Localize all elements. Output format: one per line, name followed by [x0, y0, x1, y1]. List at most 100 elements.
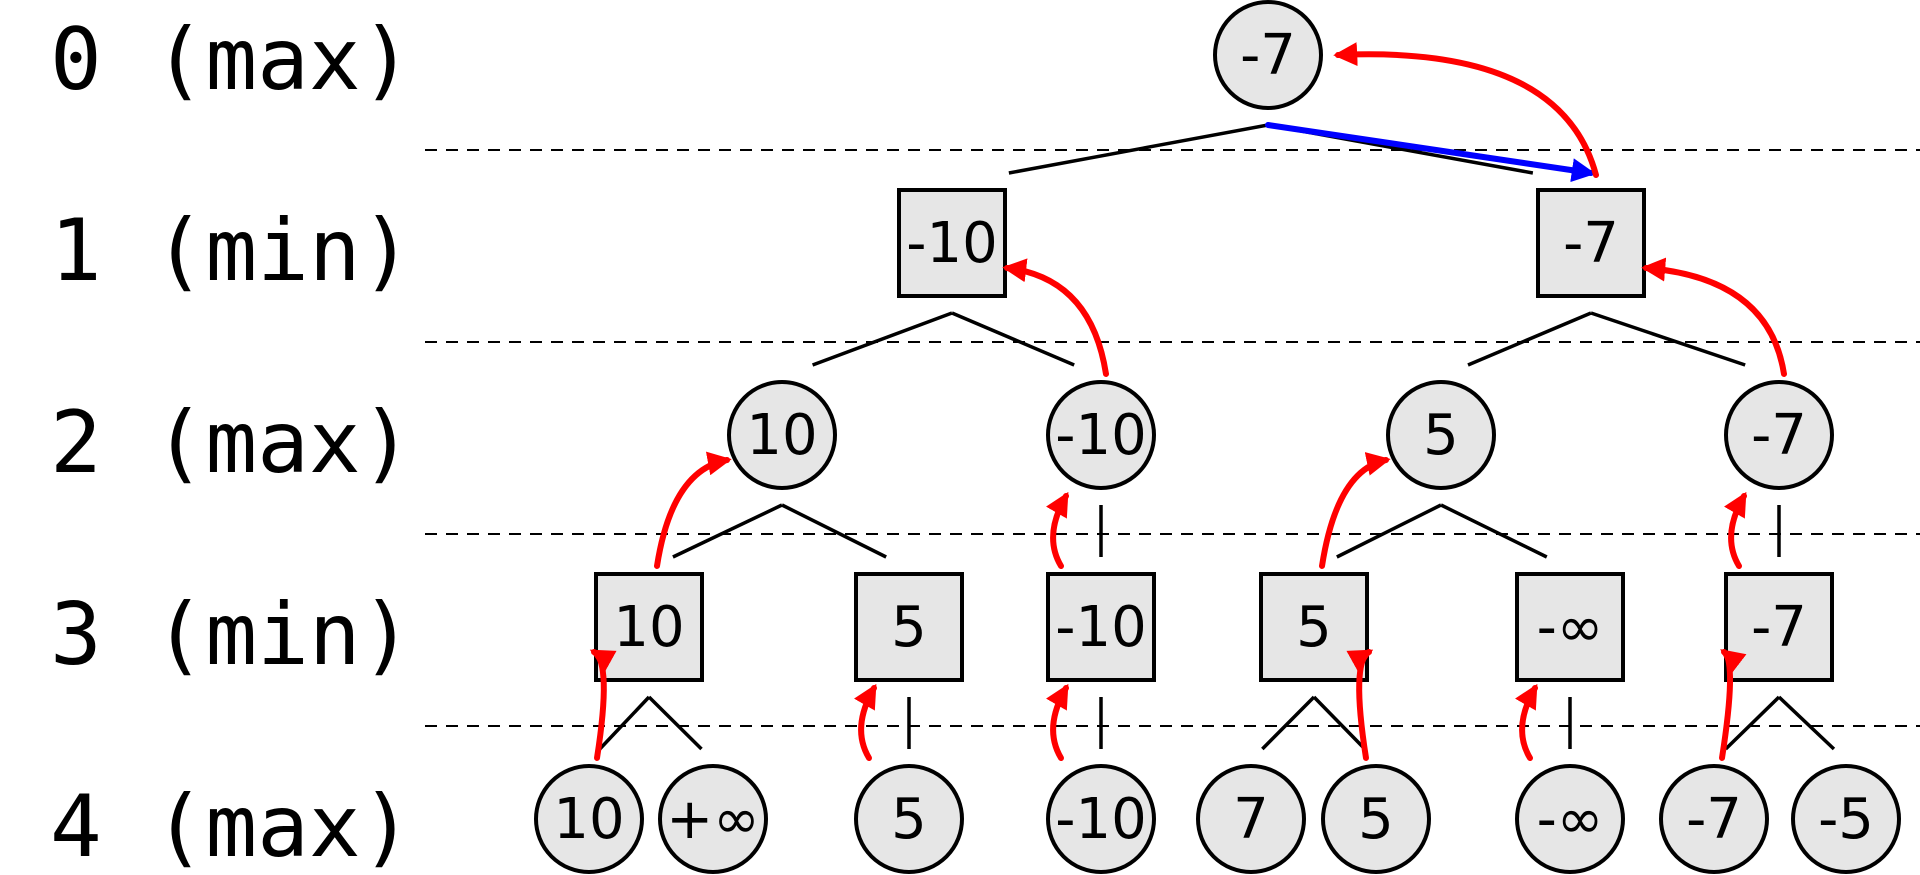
- min-node-square: [897, 188, 1007, 298]
- level-label: 4 (max): [50, 777, 412, 875]
- tree-edge: [1312, 695, 1367, 751]
- min-node-square: [1046, 572, 1156, 682]
- max-node: -7: [1213, 0, 1323, 110]
- node-value: 10: [746, 403, 817, 468]
- max-node: -7: [1724, 380, 1834, 490]
- max-node: 5: [1386, 380, 1496, 490]
- min-node: 5: [854, 572, 964, 682]
- backup-arrow: [1641, 257, 1787, 377]
- min-node: -7: [1536, 188, 1646, 298]
- max-node-circle: [1791, 764, 1901, 874]
- max-node-circle: [658, 764, 768, 874]
- tree-edge: [811, 311, 953, 367]
- node-value: -∞: [1537, 595, 1604, 660]
- min-node: -7: [1724, 572, 1834, 682]
- backup-arrow: [654, 451, 732, 569]
- node-value: -∞: [1537, 787, 1604, 852]
- tree-edge: [951, 311, 1075, 367]
- max-node: 5: [854, 764, 964, 874]
- node-value: 10: [613, 595, 684, 660]
- tree-edge: [598, 695, 651, 751]
- backup-arrows: [589, 42, 1787, 761]
- max-node-circle: [534, 764, 644, 874]
- node-value: -7: [1563, 211, 1619, 276]
- max-node: 10: [534, 764, 644, 874]
- backup-arrow: [1319, 452, 1391, 569]
- node-value: -10: [1055, 787, 1146, 852]
- max-node: -∞: [1515, 764, 1625, 874]
- max-node: +∞: [658, 764, 768, 874]
- tree-edge: [1777, 695, 1836, 751]
- min-node-square: [1536, 188, 1646, 298]
- max-node: 7: [1196, 764, 1306, 874]
- level-label: 2 (max): [50, 393, 412, 493]
- max-node: 5: [1321, 764, 1431, 874]
- backup-arrow: [1719, 649, 1747, 761]
- chosen-move-line: [1265, 122, 1596, 183]
- max-node: -5: [1791, 764, 1901, 874]
- backup-arrow: [1724, 491, 1747, 569]
- node-value: -10: [1055, 595, 1146, 660]
- node-value: 5: [891, 787, 927, 852]
- min-node-square: [854, 572, 964, 682]
- max-node-circle: [1046, 764, 1156, 874]
- max-node-circle: [1196, 764, 1306, 874]
- tree-edge: [1008, 123, 1269, 175]
- max-node: 10: [727, 380, 837, 490]
- max-node-circle: [854, 764, 964, 874]
- node-value: 5: [1423, 403, 1459, 468]
- max-node-circle: [1046, 380, 1156, 490]
- chosen-move-arrow: [1265, 122, 1596, 183]
- max-node-circle: [1659, 764, 1769, 874]
- max-node: -7: [1659, 764, 1769, 874]
- backup-arrow: [1346, 649, 1374, 761]
- tree-edge: [672, 503, 783, 559]
- node-value: 5: [1296, 595, 1332, 660]
- tree-edges: [598, 123, 1836, 751]
- max-node: -10: [1046, 380, 1156, 490]
- max-node-circle: [1386, 380, 1496, 490]
- tree-edge: [1261, 695, 1316, 751]
- level-label: 0 (max): [50, 10, 412, 110]
- max-node-circle: [1515, 764, 1625, 874]
- tree-edge: [781, 503, 887, 559]
- node-value: -7: [1751, 403, 1807, 468]
- min-node: -10: [1046, 572, 1156, 682]
- node-value: -10: [906, 211, 997, 276]
- tree-edge: [647, 695, 703, 751]
- node-value: +∞: [666, 787, 760, 852]
- level-label: 1 (min): [50, 201, 412, 301]
- backup-arrow: [1002, 258, 1109, 377]
- node-value: -7: [1240, 23, 1296, 88]
- tree-edge: [1590, 311, 1746, 367]
- min-node: -10: [897, 188, 1007, 298]
- min-node: 10: [594, 572, 704, 682]
- node-value: 10: [553, 787, 624, 852]
- backup-arrow: [589, 649, 617, 761]
- max-node-circle: [1213, 0, 1323, 110]
- backup-arrow: [1333, 42, 1599, 178]
- node-value: 5: [891, 595, 927, 660]
- node-value: -5: [1818, 787, 1874, 852]
- tree-edge: [1440, 503, 1548, 559]
- tree-edge: [1467, 311, 1592, 367]
- node-value: -7: [1686, 787, 1742, 852]
- level-separators: [425, 149, 1920, 727]
- level-label: 3 (min): [50, 585, 412, 685]
- tree-edge: [1724, 695, 1781, 751]
- node-value: -10: [1055, 403, 1146, 468]
- min-node-square: [1515, 572, 1625, 682]
- tree-edge: [1336, 503, 1442, 559]
- min-node: 5: [1259, 572, 1369, 682]
- level-labels: 0 (max) 1 (min) 2 (max) 3 (min) 4 (max): [50, 10, 412, 875]
- node-value: -7: [1751, 595, 1807, 660]
- backup-arrow: [1046, 491, 1069, 569]
- min-node: -∞: [1515, 572, 1625, 682]
- max-node-circle: [727, 380, 837, 490]
- backup-arrow: [854, 683, 877, 761]
- backup-arrow: [1046, 683, 1069, 761]
- max-node-circle: [1724, 380, 1834, 490]
- node-value: 7: [1233, 787, 1269, 852]
